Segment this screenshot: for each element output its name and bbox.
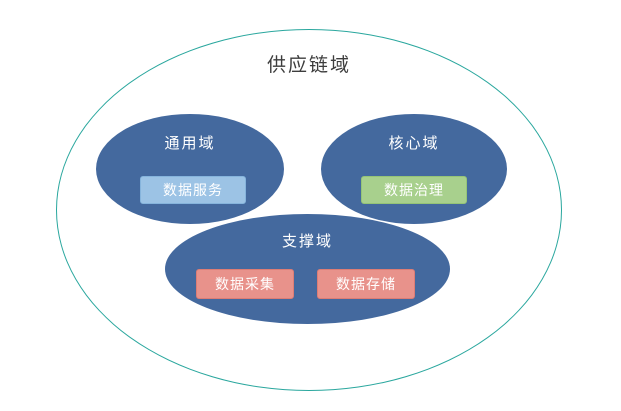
domain-support: 支撑域 数据采集 数据存储 — [165, 214, 450, 324]
item-data-storage: 数据存储 — [317, 269, 415, 299]
domain-support-label: 支撑域 — [281, 232, 333, 250]
item-data-service: 数据服务 — [140, 176, 246, 204]
domain-core: 核心域 数据治理 — [321, 114, 507, 224]
domain-general-label: 通用域 — [164, 134, 216, 152]
domain-core-label: 核心域 — [388, 134, 440, 152]
item-data-governance: 数据治理 — [361, 176, 467, 204]
item-data-collection: 数据采集 — [196, 269, 294, 299]
domain-general: 通用域 数据服务 — [96, 114, 284, 224]
diagram-title: 供应链域 — [266, 54, 351, 76]
